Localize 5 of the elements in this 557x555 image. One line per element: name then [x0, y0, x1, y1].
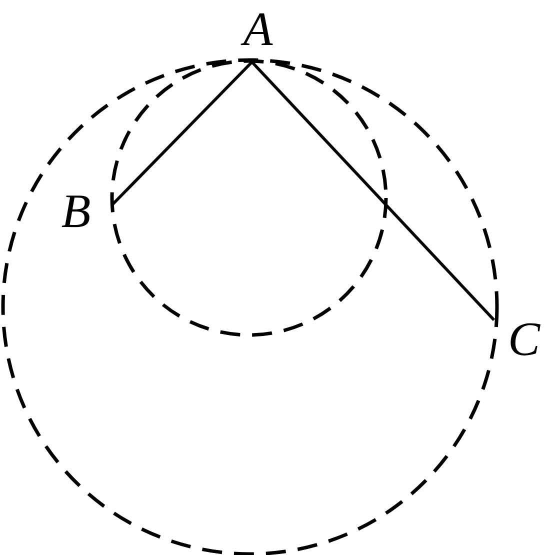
line-segment [250, 60, 496, 322]
line-segment [110, 60, 254, 206]
point-label: A [243, 6, 273, 54]
point-label: B [61, 188, 91, 236]
point-label: C [508, 316, 540, 364]
